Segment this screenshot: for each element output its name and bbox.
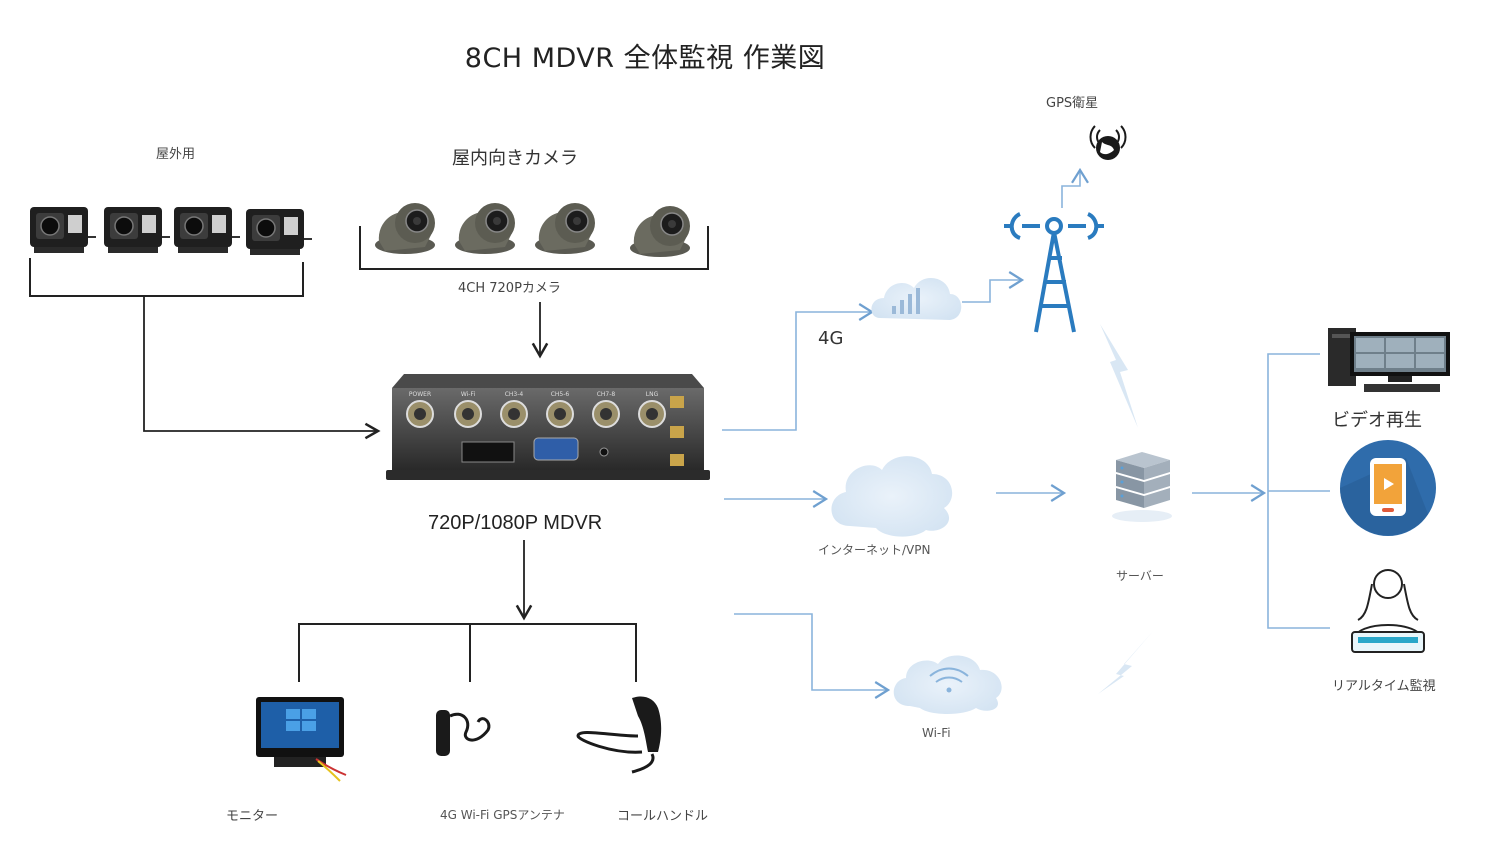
cell-tower-icon	[1004, 212, 1104, 333]
internet-label: インターネット/VPN	[818, 543, 931, 557]
wifi-cloud-icon	[893, 655, 1002, 714]
indoor-camera-group	[359, 203, 709, 270]
operator-icon	[1351, 569, 1425, 653]
call-handle-icon	[576, 696, 662, 774]
dome-camera-icon	[455, 203, 515, 254]
indoor-camera-label: 屋内向きカメラ	[452, 148, 578, 169]
lightning-icon	[1098, 630, 1154, 694]
lightning-icon	[1100, 324, 1138, 428]
mdvr-to-4g-line	[722, 303, 875, 431]
mdvr-port-label: Wi-Fi	[461, 391, 476, 398]
4g-to-tower-line	[962, 271, 1025, 303]
outdoor-camera-icon	[246, 209, 312, 255]
monitor-label: モニター	[226, 809, 279, 824]
dome-camera-icon	[535, 203, 595, 254]
mdvr-port-label: LNG	[646, 391, 659, 398]
server-icon	[1112, 452, 1172, 522]
outdoor-camera-group	[29, 207, 312, 297]
accessories-bracket	[298, 623, 637, 682]
dome-camera-icon	[375, 203, 435, 254]
call-handle-label: コールハンドル	[617, 809, 709, 824]
mdvr-device-icon	[386, 374, 710, 480]
outdoor-camera-icon	[104, 207, 170, 253]
server-label: サーバー	[1116, 569, 1164, 583]
indoor-bracket	[359, 226, 709, 270]
4g-label: 4G	[818, 328, 844, 349]
diagram-title: 8CH MDVR 全体監視 作業図	[464, 43, 826, 74]
clients-bracket	[1267, 353, 1330, 629]
video-playback-label: ビデオ再生	[1332, 410, 1422, 431]
tower-to-gps-line	[1061, 167, 1089, 208]
internet-cloud-icon	[831, 456, 953, 537]
gps-satellite-icon	[1089, 125, 1127, 160]
outdoor-camera-icon	[30, 207, 96, 253]
wifi-label: Wi-Fi	[922, 726, 951, 740]
4g-cloud-icon	[871, 277, 962, 320]
mdvr-label: 720P/1080P MDVR	[428, 512, 603, 534]
antenna-icon	[436, 710, 491, 756]
outdoor-camera-label: 屋外用	[156, 147, 196, 162]
camera-4ch-label: 4CH 720Pカメラ	[458, 281, 561, 296]
mdvr-port-label: CH5-6	[551, 391, 570, 398]
mdvr-port-label: CH3-4	[505, 391, 524, 398]
outdoor-camera-icon	[174, 207, 240, 253]
outdoor-to-mdvr-line	[143, 296, 381, 440]
realtime-monitoring-label: リアルタイム監視	[1332, 679, 1436, 694]
mdvr-port-label: CH7-8	[597, 391, 616, 398]
antenna-label: 4G Wi-Fi GPSアンテナ	[440, 808, 565, 822]
mobile-playback-icon	[1340, 440, 1436, 536]
gps-satellite-label: GPS衛星	[1046, 96, 1099, 111]
mdvr-port-label: POWER	[409, 391, 431, 398]
monitor-icon	[256, 697, 347, 782]
outdoor-bracket	[29, 258, 304, 297]
mdvr-port-labels: POWER Wi-Fi CH3-4 CH5-6 CH7-8 LNG	[409, 391, 659, 398]
mdvr-to-wifi-line	[734, 613, 891, 699]
pc-icon	[1328, 328, 1450, 392]
dome-camera-icon	[630, 206, 690, 257]
